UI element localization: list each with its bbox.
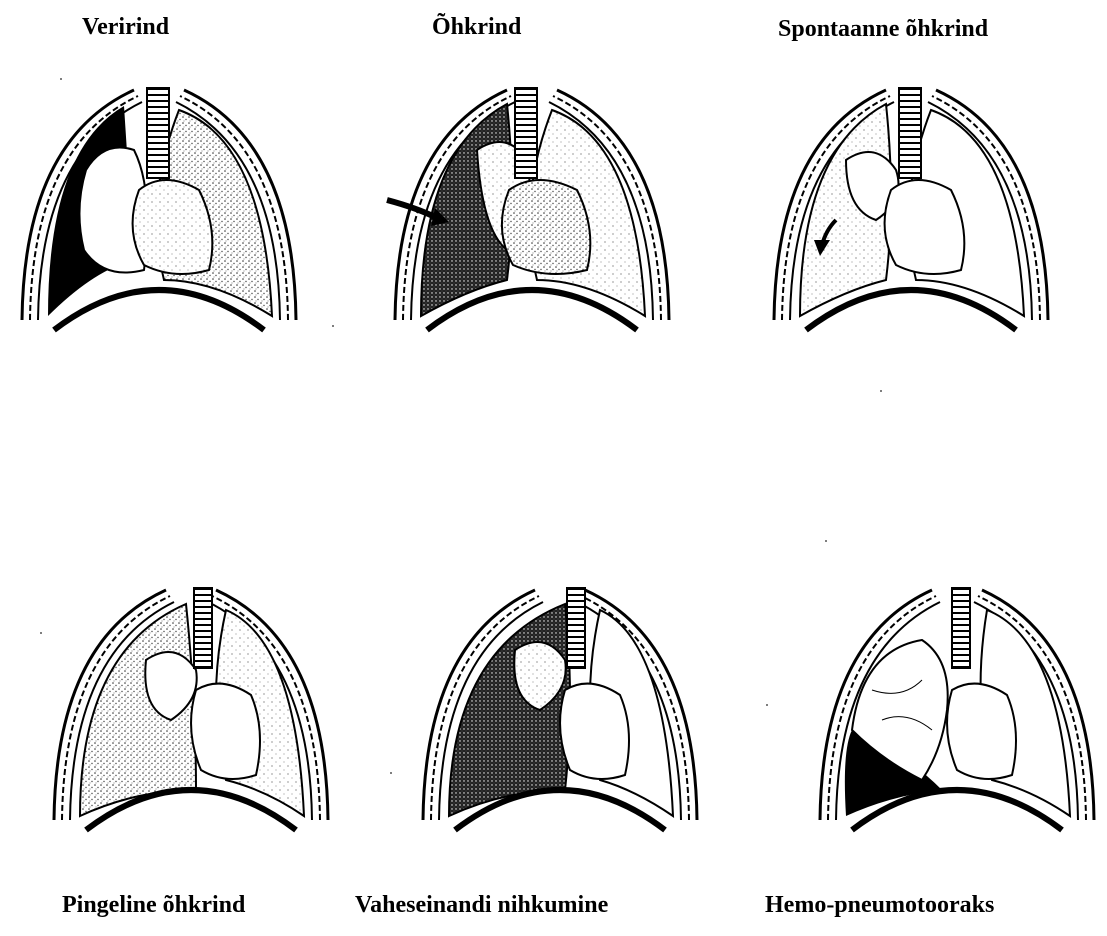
hemopneumothorax-lung-icon	[818, 587, 1096, 833]
panel-label-pingeline-ohkrind: Pingeline õhkrind	[62, 892, 246, 918]
panel-label-spontaanne-ohkrind: Spontaanne õhkrind	[778, 16, 989, 42]
panel-label-ohkrind: Õhkrind	[432, 14, 522, 40]
panel-label-vaheseinandi-nihkumine: Vaheseinandi nihkumine	[355, 892, 609, 918]
scan-speck	[390, 772, 392, 774]
tension-pneumothorax-lung-icon	[52, 587, 330, 833]
pneumothorax-lung-icon	[386, 87, 671, 333]
scan-speck	[880, 390, 882, 392]
panel-label-verirind: Verirind	[82, 14, 170, 40]
panel-label-hemo-pneumotooraks: Hemo-pneumotooraks	[765, 892, 995, 918]
mediastinal-shift-lung-icon	[421, 587, 699, 833]
spontaneous-pneumothorax-lung-icon	[772, 87, 1050, 333]
scan-speck	[40, 632, 42, 634]
scan-speck	[60, 78, 62, 80]
hemothorax-lung-icon	[20, 87, 298, 333]
scan-speck	[825, 540, 827, 542]
scan-speck	[766, 704, 768, 706]
scan-speck	[332, 325, 334, 327]
